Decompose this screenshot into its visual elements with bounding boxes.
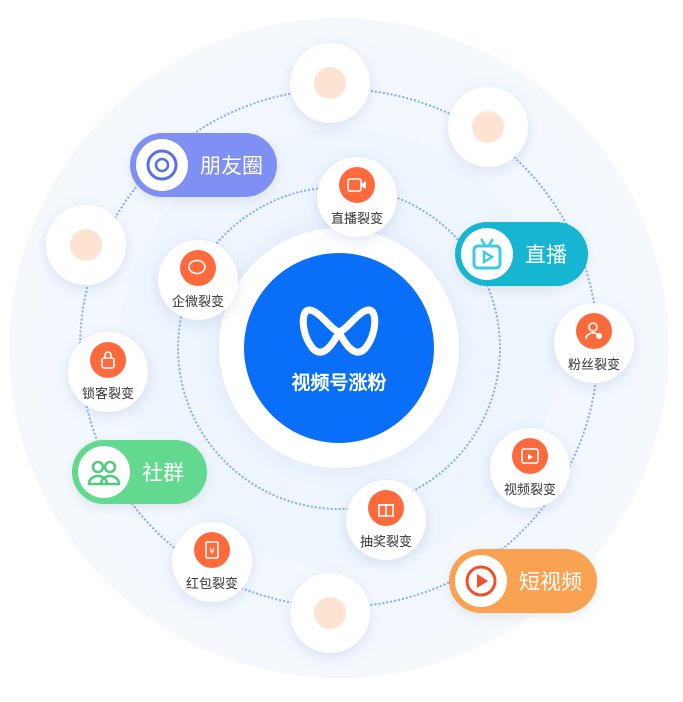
chat-icon <box>180 250 216 286</box>
node-label: 企微裂变 <box>171 295 224 310</box>
pill-community[interactable]: 社群 <box>72 440 207 504</box>
faded-node-message <box>448 87 528 167</box>
svg-text:¥: ¥ <box>209 547 215 557</box>
node-redpacket-fission[interactable]: ¥ 红包裂变 <box>172 522 252 602</box>
node-label: 抽奖裂变 <box>359 535 412 550</box>
node-lottery-fission[interactable]: 抽奖裂变 <box>346 480 426 560</box>
pill-live[interactable]: 直播 <box>455 222 588 286</box>
node-live-fission[interactable]: 直播裂变 <box>317 157 397 237</box>
clock-icon <box>314 597 346 629</box>
wechat-channels-logo <box>299 306 379 356</box>
center-hub: 视频号涨粉 <box>244 253 434 443</box>
faded-node-clock <box>290 573 370 653</box>
gift-icon <box>368 490 404 526</box>
node-label: 锁客裂变 <box>81 387 134 402</box>
pill-short-video[interactable]: 短视频 <box>449 549 597 613</box>
aperture-icon <box>136 139 188 191</box>
qr-icon <box>314 67 346 99</box>
user-heart-icon <box>576 313 612 349</box>
image-icon <box>70 229 102 261</box>
node-label: 红包裂变 <box>185 577 238 592</box>
faded-node-qr <box>290 43 370 123</box>
message-icon <box>472 111 504 143</box>
node-label: 直播裂变 <box>330 212 383 227</box>
pill-moments[interactable]: 朋友圈 <box>130 133 277 197</box>
node-lock-fission[interactable]: 锁客裂变 <box>68 332 148 412</box>
pill-label: 朋友圈 <box>200 154 263 178</box>
video-icon <box>512 438 548 474</box>
play-circle-icon <box>455 555 507 607</box>
video-camera-icon <box>339 167 375 203</box>
node-fans-fission[interactable]: 粉丝裂变 <box>554 303 634 383</box>
node-label: 视频裂变 <box>503 483 556 498</box>
pill-label: 直播 <box>525 243 567 267</box>
pill-label: 短视频 <box>519 570 582 594</box>
group-icon <box>78 446 130 498</box>
faded-node-image <box>46 205 126 285</box>
center-title: 视频号涨粉 <box>291 371 387 394</box>
red-packet-icon: ¥ <box>194 532 230 568</box>
tv-play-icon <box>461 228 513 280</box>
node-wecom-fission[interactable]: 企微裂变 <box>158 240 238 320</box>
node-label: 粉丝裂变 <box>567 358 620 373</box>
pill-label: 社群 <box>142 461 184 485</box>
lock-icon <box>90 342 126 378</box>
node-video-fission[interactable]: 视频裂变 <box>490 428 570 508</box>
